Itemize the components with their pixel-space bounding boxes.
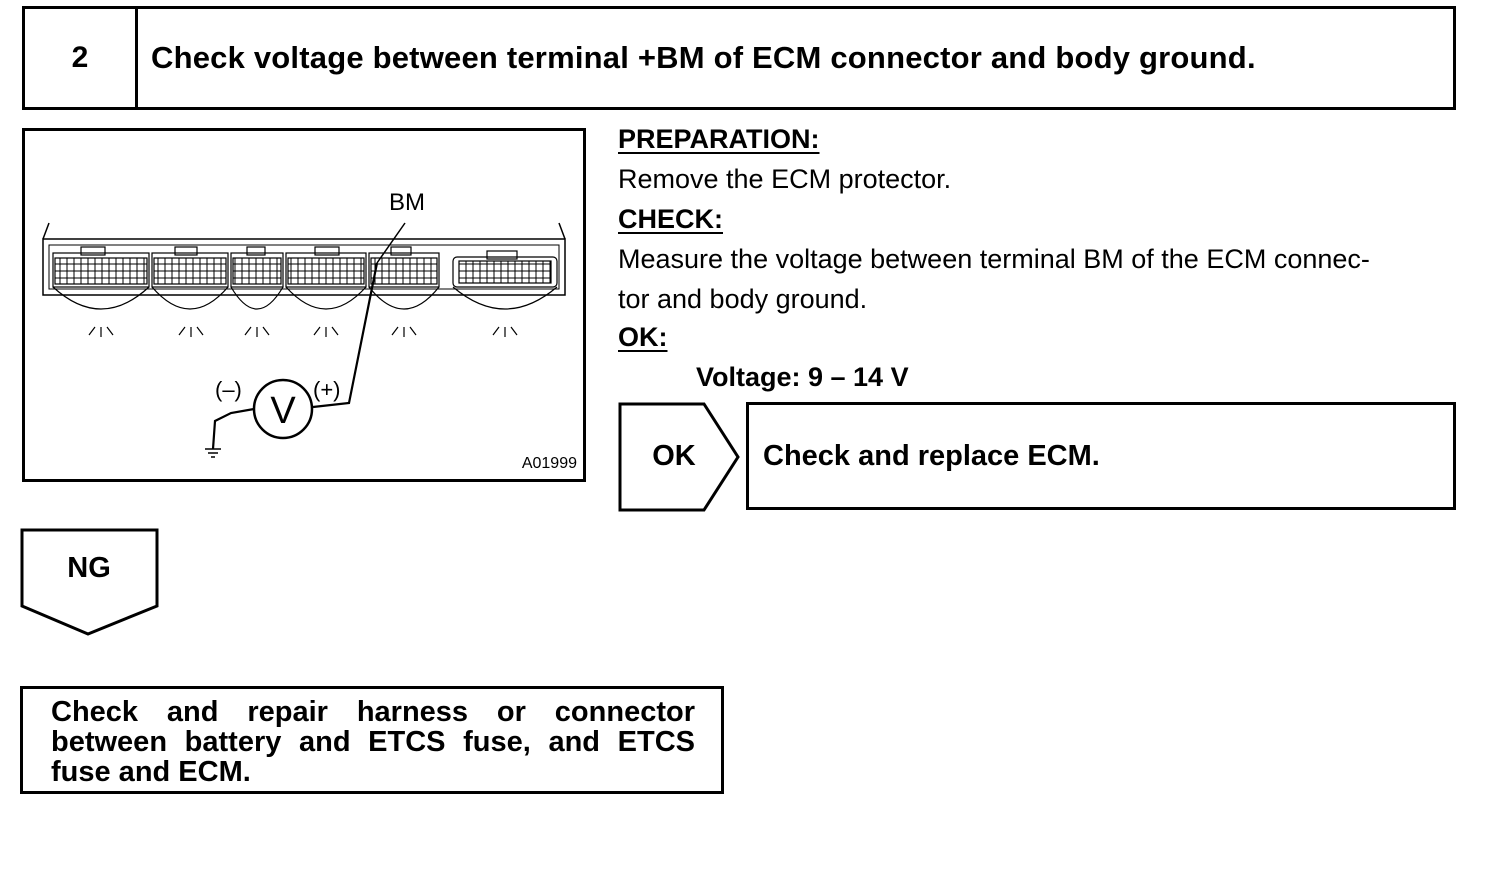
ok-heading: OK:: [618, 322, 668, 352]
ecm-connector-icon: V (–) (+): [42, 222, 566, 458]
minus-label: (–): [215, 377, 242, 402]
ok-arrow-icon: [618, 402, 740, 512]
ground-icon: [205, 448, 221, 458]
figure-id: A01999: [521, 455, 577, 472]
preparation-heading: PREPARATION:: [618, 124, 820, 154]
step-number: 2: [25, 9, 138, 107]
ng-arrow-icon: [20, 528, 159, 636]
check-text-line2: tor and body ground.: [618, 284, 868, 314]
plus-label: (+): [313, 377, 341, 402]
ok-result-box: Check and replace ECM.: [746, 402, 1456, 510]
step-title: Check voltage between terminal +BM of EC…: [151, 40, 1256, 75]
voltage-spec: Voltage: 9 – 14 V: [696, 362, 909, 392]
step-header: 2 Check voltage between terminal +BM of …: [22, 6, 1456, 110]
terminal-label: BM: [389, 189, 425, 216]
connector-diagram: V (–) (+) BM A01999: [22, 128, 586, 482]
preparation-text: Remove the ECM protector.: [618, 164, 952, 194]
ng-label: NG: [67, 551, 111, 584]
ng-result-box: Check and repair harness or connector be…: [20, 686, 724, 794]
meter-symbol: V: [270, 390, 296, 432]
check-text-line1: Measure the voltage between terminal BM …: [618, 244, 1370, 274]
ok-label: OK: [652, 439, 696, 472]
check-heading: CHECK:: [618, 204, 723, 234]
